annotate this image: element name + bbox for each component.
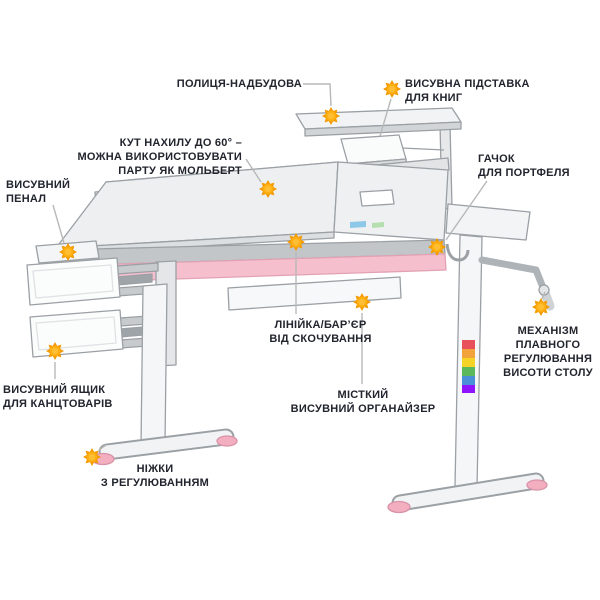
label-height-mechanism: МЕХАНІЗМ ПЛАВНОГО РЕГУЛЮВАННЯ ВИСОТИ СТО… (503, 325, 593, 380)
sun-marker-icon (532, 298, 550, 316)
sun-marker-icon (353, 293, 371, 311)
frame-legs (91, 234, 548, 514)
label-organizer: МІСТКИЙ ВИСУВНИЙ ОРГАНАЙЗЕР (290, 389, 436, 416)
sun-marker-icon (287, 233, 305, 251)
sun-marker-icon (322, 107, 340, 125)
label-tilt-angle: КУТ НАХИЛУ ДО 60° – МОЖНА ВИКОРИСТОВУВАТ… (77, 137, 242, 178)
callout-lines (52, 83, 546, 451)
label-ruler-barrier: ЛІНІЙКА/БАР’ЄР ВІД СКОЧУВАННЯ (269, 319, 372, 346)
sun-marker-icon (46, 342, 64, 360)
organizer-drawer (227, 276, 402, 311)
label-hook: ГАЧОК ДЛЯ ПОРТФЕЛЯ (478, 153, 570, 180)
bag-hook-icon (445, 243, 470, 262)
label-book-stand: ВИСУВНА ПІДСТАВКА ДЛЯ КНИГ (405, 78, 530, 105)
label-feet: НІЖКИ З РЕГУЛЮВАННЯМ (100, 463, 210, 490)
side-table (445, 203, 531, 241)
height-sticker (462, 340, 475, 393)
label-stationery-drawer: ВИСУВНИЙ ЯЩИК ДЛЯ КАНЦТОВАРІВ (3, 384, 113, 411)
label-shelf: ПОЛИЦЯ-НАДБУДОВА (176, 78, 302, 90)
sun-marker-icon (428, 238, 446, 256)
label-pencil-case: ВИСУВНИЙ ПЕНАЛ (6, 179, 71, 206)
sun-marker-icon (59, 243, 77, 261)
sun-marker-icon (383, 80, 401, 98)
sun-marker-icon (259, 180, 277, 198)
